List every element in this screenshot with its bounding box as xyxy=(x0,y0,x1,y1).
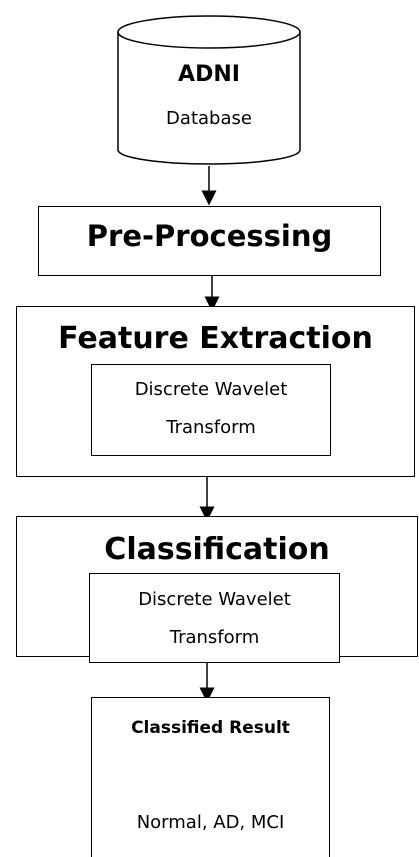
preprocessing-label: Pre-Processing xyxy=(86,219,333,253)
result-box: Classified Result Normal, AD, MCI xyxy=(91,697,330,857)
result-classes: Normal, AD, MCI xyxy=(136,812,285,833)
classification-inner-line2: Transform xyxy=(169,627,260,648)
feature-extraction-title: Feature Extraction xyxy=(58,321,373,356)
database-cylinder xyxy=(117,15,301,165)
result-title: Classified Result xyxy=(131,718,290,738)
classification-title: Classification xyxy=(104,532,330,567)
classification-inner-box: Discrete Wavelet Transform xyxy=(89,573,340,663)
feature-inner-line2: Transform xyxy=(166,417,256,438)
preprocessing-box: Pre-Processing xyxy=(38,206,381,276)
classification-inner-line1: Discrete Wavelet xyxy=(138,589,291,610)
database-subtitle: Database xyxy=(166,108,252,129)
database-title: ADNI xyxy=(178,62,240,87)
feature-inner-line1: Discrete Wavelet xyxy=(134,379,288,400)
feature-extraction-inner-box: Discrete Wavelet Transform xyxy=(91,364,331,456)
